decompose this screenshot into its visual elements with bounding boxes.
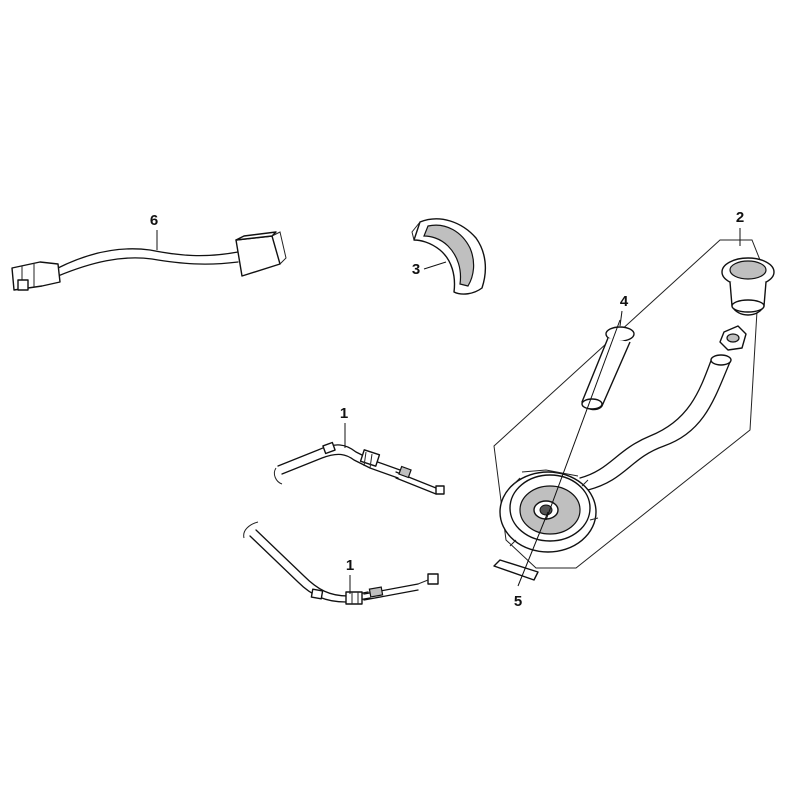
- part-2-panel: [493, 239, 761, 569]
- callout-label-4: 4: [620, 293, 629, 310]
- part-1-cable-lower: [243, 521, 439, 605]
- part-6-wire-harness: [11, 231, 287, 291]
- callout-1b: 1: [346, 557, 354, 594]
- callout-2: 2: [736, 209, 744, 246]
- callout-6: 6: [150, 212, 158, 250]
- part-5-pin: [493, 511, 549, 587]
- callout-label-5: 5: [514, 593, 522, 610]
- callout-label-2: 2: [736, 209, 744, 226]
- callout-1a: 1: [340, 405, 348, 448]
- callout-label-1b: 1: [346, 557, 354, 574]
- part-4-tube: [545, 319, 635, 521]
- callout-label-6: 6: [150, 212, 158, 229]
- callout-3: 3: [412, 261, 447, 278]
- callout-label-1a: 1: [340, 405, 348, 422]
- callout-label-3: 3: [412, 261, 420, 278]
- callout-5: 5: [514, 593, 522, 610]
- part-3-clip: [411, 218, 487, 295]
- part-2-filler-hose: [579, 354, 732, 491]
- callout-4: 4: [619, 293, 629, 327]
- part-1-cable-upper: [273, 441, 445, 495]
- part-2-fuel-cap: [719, 257, 775, 351]
